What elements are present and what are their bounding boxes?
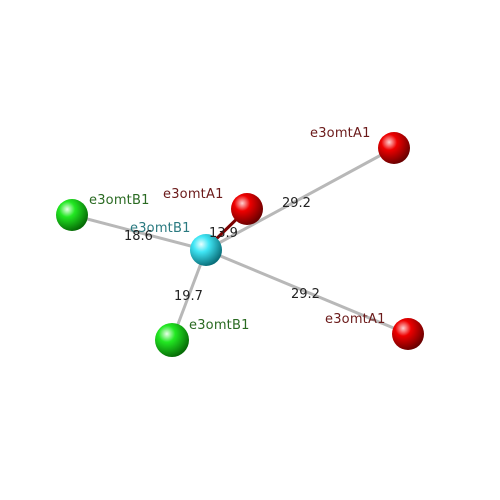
- distance-label-red-top: 29.2: [282, 196, 311, 211]
- distance-label-red-mid: 13.9: [209, 226, 238, 241]
- distance-labels: 18.6 13.9 29.2 19.7 29.2: [124, 196, 320, 304]
- bond-red-top: [205, 146, 395, 252]
- atom-red-mid[interactable]: [231, 193, 263, 225]
- atom-green-bottom[interactable]: [155, 323, 189, 357]
- distance-label-red-right: 29.2: [291, 287, 320, 302]
- atom-label-red-mid: e3omtA1: [163, 187, 224, 202]
- atom-red-right[interactable]: [392, 318, 424, 350]
- atom-red-top[interactable]: [378, 132, 410, 164]
- atom-label-red-right: e3omtA1: [325, 312, 386, 327]
- atom-label-green-left: e3omtB1: [89, 193, 150, 208]
- atom-center[interactable]: [190, 234, 222, 266]
- distance-label-green-bottom: 19.7: [174, 289, 203, 304]
- atoms: [56, 132, 424, 357]
- distance-label-green-left: 18.6: [124, 229, 153, 244]
- atom-label-green-bottom: e3omtB1: [189, 318, 250, 333]
- atom-label-center: e3omtB1: [130, 221, 191, 236]
- atom-labels: e3omtB1 e3omtA1 e3omtA1 e3omtB1 e3omtA1 …: [89, 126, 386, 333]
- bond-red-right: [205, 248, 409, 336]
- bonds: [71, 146, 409, 341]
- atom-label-red-top: e3omtA1: [310, 126, 371, 141]
- bond-green-left: [71, 213, 207, 252]
- atom-green-left[interactable]: [56, 199, 88, 231]
